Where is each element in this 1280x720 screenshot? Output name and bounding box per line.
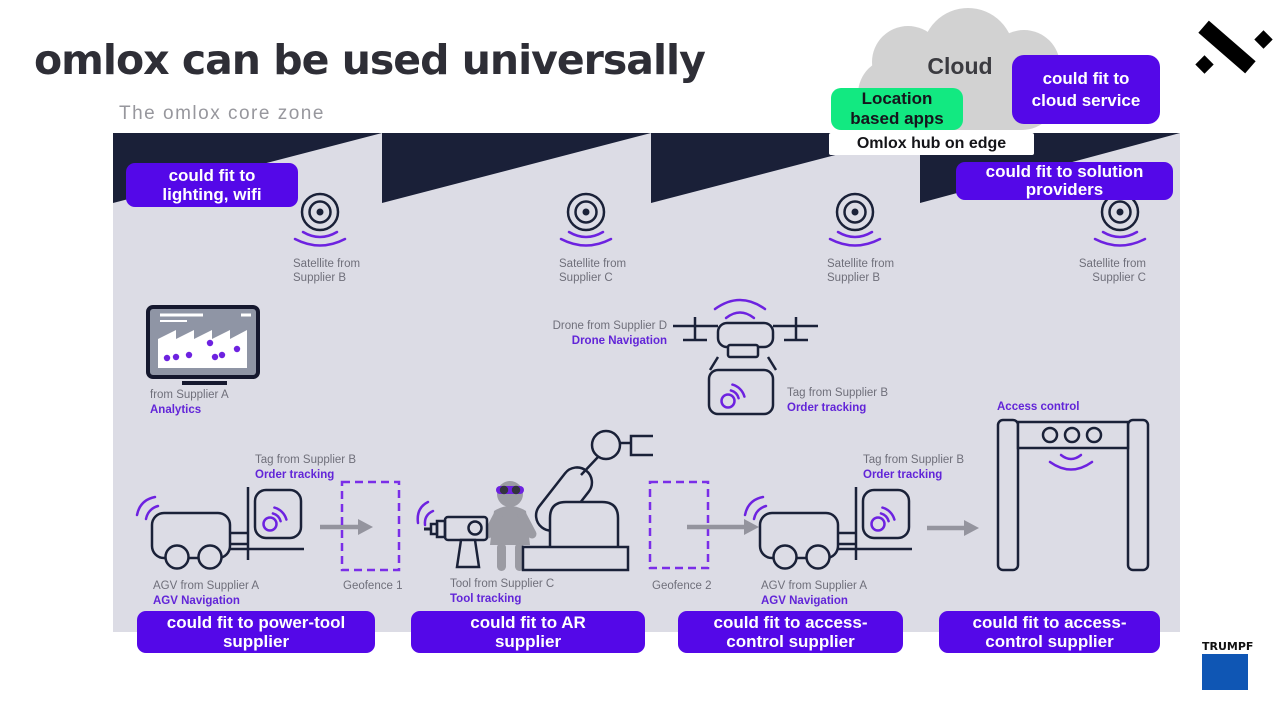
agv-icon: Tag from Supplier B Order tracking AGV f… — [135, 454, 356, 607]
agv-tag-label: Tag from Supplier B — [255, 454, 356, 466]
robot-arm-icon — [521, 429, 653, 572]
drone-tag-service: Order tracking — [787, 402, 866, 414]
arrow-icon — [927, 520, 979, 536]
omlox-logo-dot-bottom — [1195, 55, 1214, 74]
geofence-2-label: Geofence 2 — [652, 580, 711, 592]
tag-icon — [870, 506, 896, 532]
trumpf-logo-mark — [1202, 654, 1248, 690]
monitor-service: Analytics — [150, 404, 201, 416]
satellite-label: Satellite from — [559, 258, 626, 270]
hub-edge-box: Omlox hub on edge — [829, 133, 1034, 155]
agv-tag-label: Tag from Supplier B — [863, 454, 964, 466]
callout-access-control-1: could fit to access- control supplier — [678, 611, 903, 653]
drone-service: Drone Navigation — [572, 335, 667, 347]
trumpf-logo-text: TRUMPF — [1202, 640, 1254, 653]
callout-lighting-wifi: could fit to lighting, wifi — [126, 163, 298, 207]
drone-label: Drone from Supplier D — [553, 320, 667, 332]
callout-line: could fit to power-tool — [166, 613, 346, 632]
geofence-1-box — [340, 480, 401, 572]
callout-line: control supplier — [726, 632, 855, 651]
agv-label: AGV from Supplier A — [761, 580, 867, 592]
satellite-icon — [828, 192, 882, 247]
tag-icon — [720, 383, 746, 409]
satellite-icon — [559, 192, 613, 247]
callout-access-control-2: could fit to access- control supplier — [939, 611, 1160, 653]
arrow-icon — [687, 519, 759, 535]
drone-icon — [673, 298, 818, 416]
satellite-icon — [293, 192, 347, 247]
callout-line: lighting, wifi — [162, 185, 262, 204]
worker-icon — [483, 481, 537, 571]
access-control-label: Access control — [997, 401, 1079, 413]
callout-line: could fit to access- — [713, 613, 868, 632]
analytics-monitor-icon — [146, 305, 260, 385]
location-apps-line2: based apps — [850, 109, 944, 128]
callout-line: supplier — [222, 632, 290, 651]
satellite-label: Satellite from — [827, 258, 894, 270]
monitor-label: from Supplier A — [150, 389, 229, 401]
omlox-logo — [1192, 12, 1277, 82]
cloud-label: Cloud — [927, 53, 993, 79]
drone-tag-label: Tag from Supplier B — [787, 387, 888, 399]
power-tool-icon — [416, 500, 489, 569]
geofence-2-box — [648, 480, 710, 570]
satellite-label: Satellite from — [293, 258, 360, 270]
satellite-icon — [1093, 192, 1147, 247]
satellite-supplier: Supplier B — [293, 272, 346, 284]
callout-line: cloud service — [1031, 90, 1141, 110]
callout-power-tool: could fit to power-tool supplier — [137, 611, 375, 653]
satellite-supplier: Supplier B — [827, 272, 880, 284]
tool-label: Tool from Supplier C — [450, 578, 554, 590]
omlox-logo-dot-top — [1254, 30, 1273, 49]
agv-label: AGV from Supplier A — [153, 580, 259, 592]
page-subtitle: The omlox core zone — [119, 103, 325, 124]
callout-line: could fit to — [1042, 68, 1130, 88]
agv-icon: Tag from Supplier B Order tracking AGV f… — [743, 454, 964, 607]
callout-solution-providers: could fit to solution providers — [956, 162, 1173, 200]
access-gate-icon — [996, 418, 1150, 572]
page-title: omlox can be used universally — [34, 36, 706, 84]
tool-service: Tool tracking — [450, 593, 521, 605]
callout-line: supplier — [494, 632, 562, 651]
agv-tag-service: Order tracking — [255, 469, 334, 481]
satellite-supplier: Supplier C — [1092, 272, 1146, 284]
callout-line: could fit to solution — [985, 162, 1144, 181]
callout-line: could fit to access- — [972, 613, 1127, 632]
satellite-label: Satellite from — [1079, 258, 1146, 270]
core-zone-diagram: Satellite from Supplier B Satellite from… — [113, 133, 1180, 632]
location-apps-box: Location based apps — [831, 88, 963, 130]
geofence-1-label: Geofence 1 — [343, 580, 402, 592]
callout-line: control supplier — [985, 632, 1114, 651]
tag-icon — [262, 506, 288, 532]
callout-line: could fit to — [168, 166, 256, 185]
agv-service: AGV Navigation — [153, 595, 240, 607]
agv-service: AGV Navigation — [761, 595, 848, 607]
callout-ar-supplier: could fit to AR supplier — [411, 611, 645, 653]
arrow-icon — [320, 519, 373, 535]
callout-line: could fit to AR — [470, 613, 586, 632]
callout-cloud-service: could fit to cloud service — [1012, 55, 1160, 124]
satellite-supplier: Supplier C — [559, 272, 613, 284]
callout-line: providers — [1025, 180, 1104, 199]
location-apps-line1: Location — [861, 89, 933, 108]
agv-tag-service: Order tracking — [863, 469, 942, 481]
